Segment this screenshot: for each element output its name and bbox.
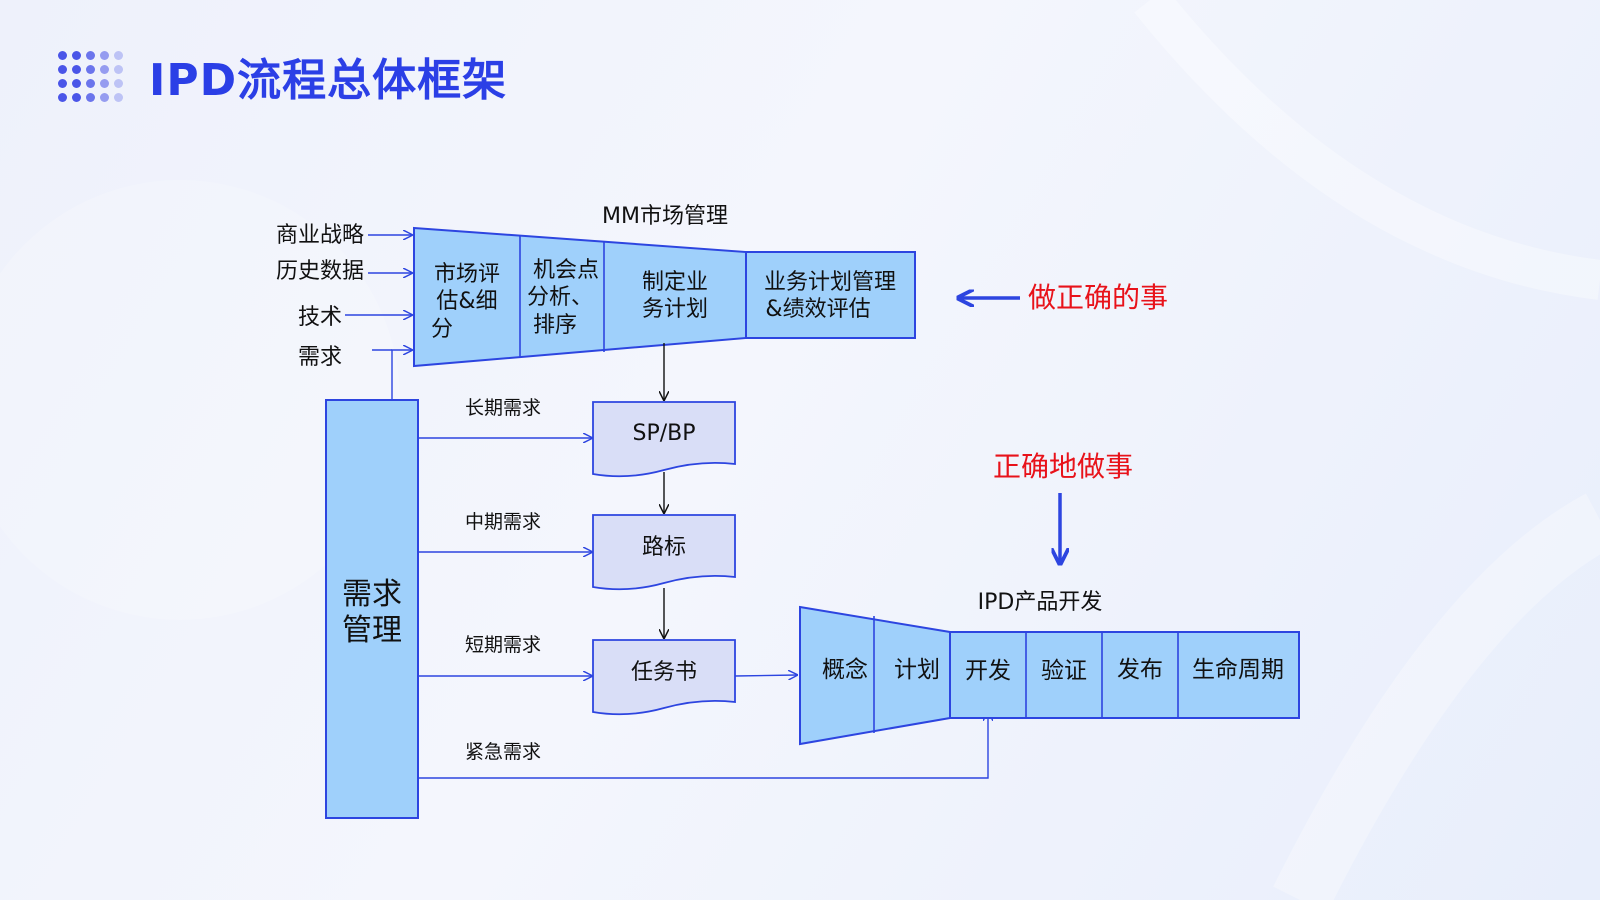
ipd-stage-release: 发布 bbox=[1117, 657, 1163, 683]
ipd-stage-concept: 概念 bbox=[822, 657, 868, 683]
mm-stage-3: 制定业 务计划 bbox=[642, 270, 708, 322]
demand-management-box bbox=[325, 399, 419, 819]
doc-charter-label: 任务书 bbox=[631, 660, 697, 685]
title-bar: IPD流程总体框架 bbox=[58, 44, 507, 108]
mm-stage-box bbox=[745, 251, 916, 339]
ipd-stage-plan: 计划 bbox=[894, 657, 940, 683]
ipd-stage-develop: 开发 bbox=[965, 658, 1011, 684]
mm-stage-4-line: &绩效评估 bbox=[765, 297, 870, 322]
doc-roadmap-label: 路标 bbox=[642, 535, 686, 560]
doc-spbp-label: SP/BP bbox=[632, 421, 695, 446]
mm-stage-2-line: 分析、 bbox=[527, 285, 593, 310]
dots-grid-icon bbox=[58, 50, 123, 102]
mm-stage-3-line: 制定业 bbox=[642, 270, 708, 295]
demand-type-urgent: 紧急需求 bbox=[465, 741, 541, 763]
mm-stage-2: 机会点 分析、 排序 bbox=[527, 258, 599, 338]
mm-stage-1-line: 估&细 bbox=[436, 289, 497, 314]
input-arrow-demand bbox=[391, 350, 412, 400]
doc-spbp bbox=[592, 401, 736, 478]
ipd-label: IPD产品开发 bbox=[978, 590, 1103, 615]
mm-stage-1-line: 市场评 bbox=[434, 262, 500, 287]
mm-stage-1-line: 分 bbox=[431, 317, 453, 342]
input-label-history: 历史数据 bbox=[276, 259, 364, 284]
ipd-stage-box bbox=[949, 631, 1300, 719]
demand-management-line: 需求 bbox=[342, 577, 402, 612]
callout-right-thing: 做正确的事 bbox=[1028, 281, 1168, 314]
demand-type-mid: 中期需求 bbox=[465, 511, 541, 533]
input-label-demand: 需求 bbox=[298, 345, 342, 370]
flow-arrow-charter-to-ipd bbox=[734, 675, 797, 676]
mm-stage-4: 业务计划管理 &绩效评估 bbox=[764, 270, 896, 322]
mm-stage-4-line: 业务计划管理 bbox=[764, 270, 896, 295]
ipd-stage-lifecycle: 生命周期 bbox=[1192, 657, 1284, 683]
demand-arrow-urgent bbox=[418, 712, 988, 779]
mm-stage-2-line: 机会点 bbox=[533, 258, 599, 283]
mm-stage-2-line: 排序 bbox=[533, 313, 577, 338]
input-label-strategy: 商业战略 bbox=[276, 223, 364, 248]
demand-type-long: 长期需求 bbox=[465, 397, 541, 419]
doc-roadmap bbox=[592, 514, 736, 591]
mm-label: MM市场管理 bbox=[602, 204, 728, 229]
mm-stage-1: 市场评 估&细 分 bbox=[431, 262, 500, 342]
demand-management-line: 管理 bbox=[342, 613, 402, 648]
callout-thing-right: 正确地做事 bbox=[993, 450, 1133, 483]
ipd-stage-verify: 验证 bbox=[1041, 658, 1087, 684]
input-label-technology: 技术 bbox=[298, 305, 342, 330]
demand-type-short: 短期需求 bbox=[465, 634, 541, 656]
mm-stage-3-line: 务计划 bbox=[642, 297, 708, 322]
doc-charter bbox=[592, 639, 736, 716]
page-title: IPD流程总体框架 bbox=[149, 55, 508, 106]
